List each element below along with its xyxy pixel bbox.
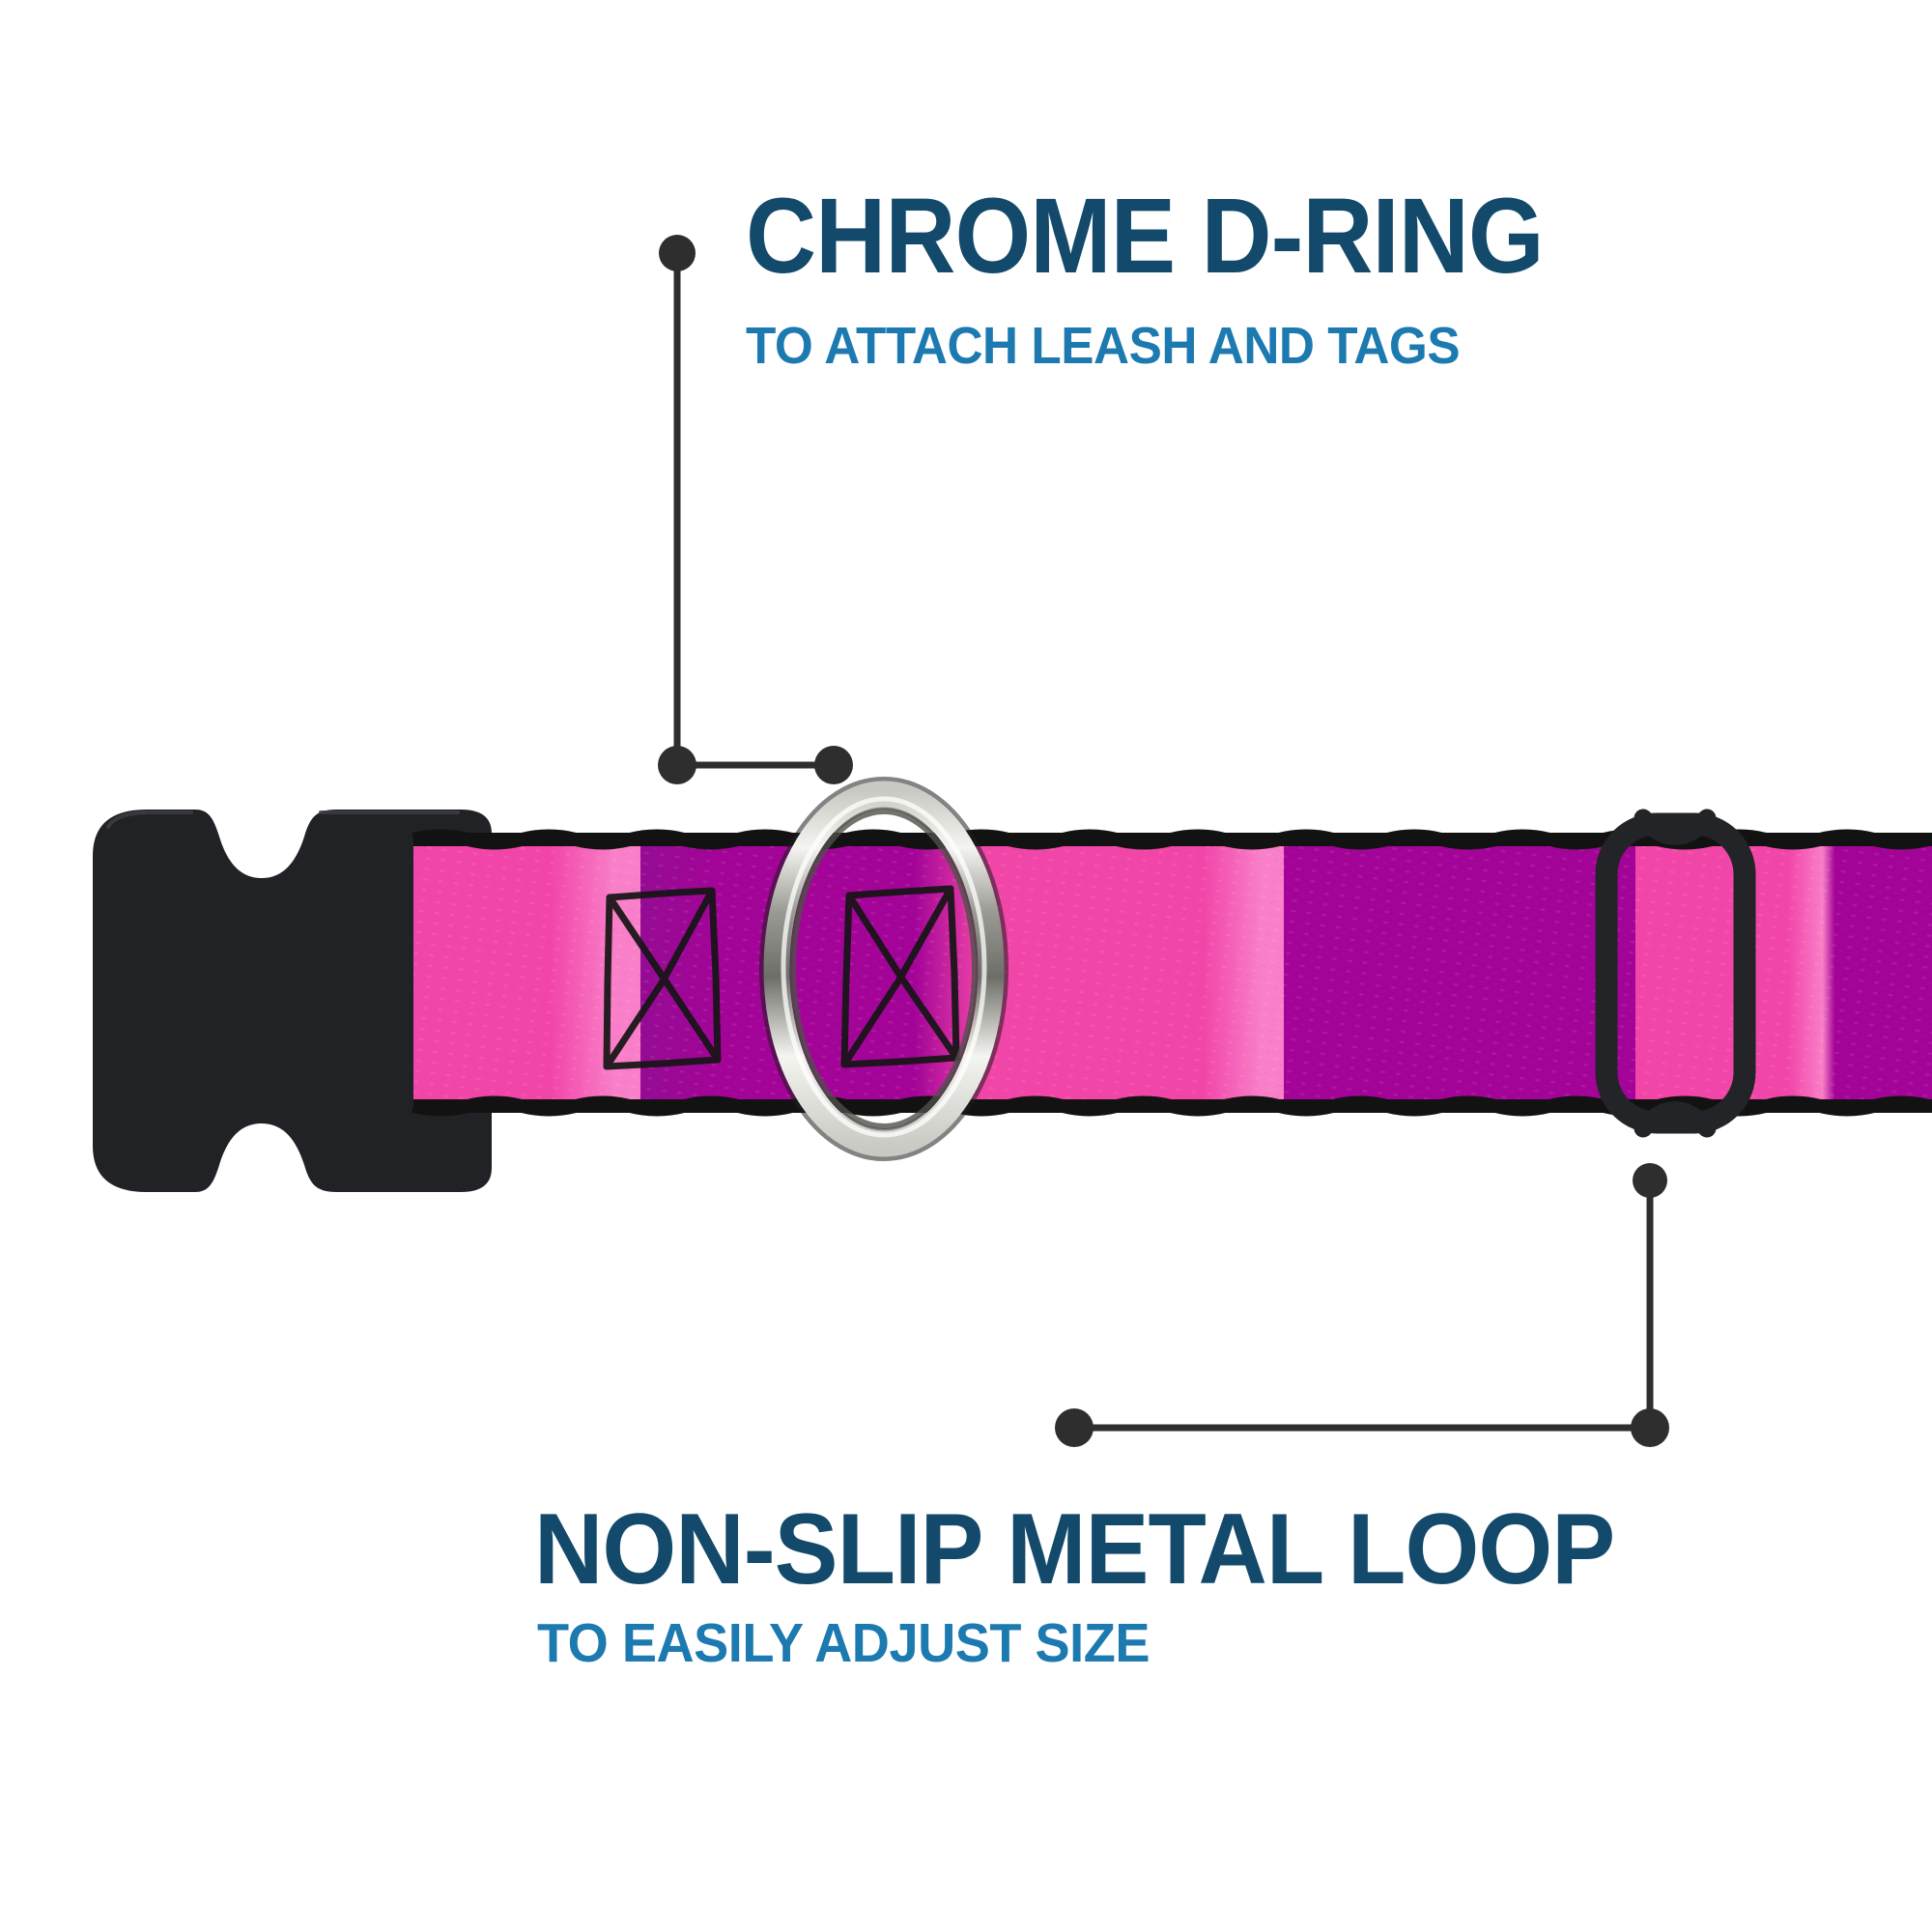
webbing-top-edge (412, 829, 1930, 850)
stitch-box-left (603, 887, 722, 1070)
d-ring-callout-title: CHROME D-RING (746, 177, 1545, 296)
slider-loop (1595, 809, 1756, 1138)
stitch-box-right-cross (840, 885, 960, 1068)
slider-frame (1595, 812, 1756, 1134)
d-ring-connector-dot-end (814, 746, 853, 784)
metal-loop-callout-title: NON-SLIP METAL LOOP (534, 1493, 1615, 1605)
webbing-bottom-edge (412, 1095, 1930, 1117)
metal-loop-connector-dot-end (1055, 1408, 1094, 1447)
metal-loop-connector-dot-corner (1631, 1408, 1669, 1447)
slider-bottom-notch (1634, 1101, 1717, 1138)
callout-connector-metal-loop (1055, 1163, 1669, 1447)
callout-connector-d-ring (658, 235, 853, 784)
plastic-buckle (93, 810, 492, 1192)
collar-webbing (412, 829, 1932, 1117)
chrome-d-ring (759, 777, 1009, 1161)
d-ring-chrome-tube (763, 781, 1005, 1157)
stitch-box-left-cross (603, 887, 722, 1070)
metal-loop-connector-dot-top (1633, 1163, 1667, 1198)
buckle-body (93, 810, 492, 1192)
d-ring-connector-dot-corner (658, 746, 696, 784)
d-ring-shine (781, 796, 987, 1138)
d-ring-callout-subtitle: TO ATTACH LEASH AND TAGS (746, 317, 1461, 375)
d-ring-inner-seam (790, 809, 978, 1129)
buckle-edge-highlight (106, 810, 460, 829)
d-ring-connector-dot-top (659, 235, 696, 271)
slider-top-notch (1634, 809, 1717, 845)
metal-loop-callout-subtitle: TO EASILY ADJUST SIZE (537, 1612, 1150, 1674)
